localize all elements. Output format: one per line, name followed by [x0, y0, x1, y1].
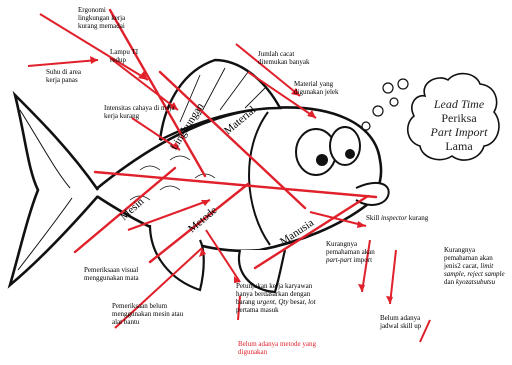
cause-jumlah-cacat: Jumlah cacat ditemukan banyak	[258, 50, 322, 66]
cause-lampu: Lampu TI redup	[110, 48, 150, 64]
cause-petunjuk-kerja: Petunjukan kerja karyawan hanya berdasar…	[236, 282, 322, 314]
fish-eye	[330, 127, 360, 165]
head-line-3: Part Import	[420, 125, 498, 139]
cause-ergonomi: Ergonomi lingkungan kerja kurang memadai	[78, 6, 128, 30]
head-line-2: Periksa	[420, 111, 498, 125]
cause-jadwal-skill: Belum adanya jadwal skill up	[380, 314, 432, 330]
cause-kurang-part-import: Kurangnya pemahaman akan part-part impor…	[326, 240, 376, 264]
head-line-1: Lead Time	[420, 97, 498, 111]
cause-visual: Pemeriksaan visual menggunakan mata	[84, 266, 170, 282]
cause-skill-inspector: Skill inspector kurang	[366, 214, 466, 222]
cause-suhu: Suhu di area kerja panas	[46, 68, 96, 84]
cause-belum-mesin: Pemeriksaan belum menggunakan mesin atau…	[112, 302, 192, 326]
cause-material-jelek: Material yang digunakan jelek	[294, 80, 358, 96]
cause-belum-metode: Belum adanya metode yang digunakan	[238, 340, 334, 356]
cause-intensitas: Intensitas cahaya di meja kerja kurang	[104, 104, 190, 120]
fish-tail	[10, 95, 98, 285]
head-line-4: Lama	[420, 139, 498, 153]
cause-jenis-cacat: Kurangnya pemahaman akan jenis2 cacat, l…	[444, 246, 506, 286]
effect-head: Lead Time Periksa Part Import Lama	[420, 97, 498, 153]
